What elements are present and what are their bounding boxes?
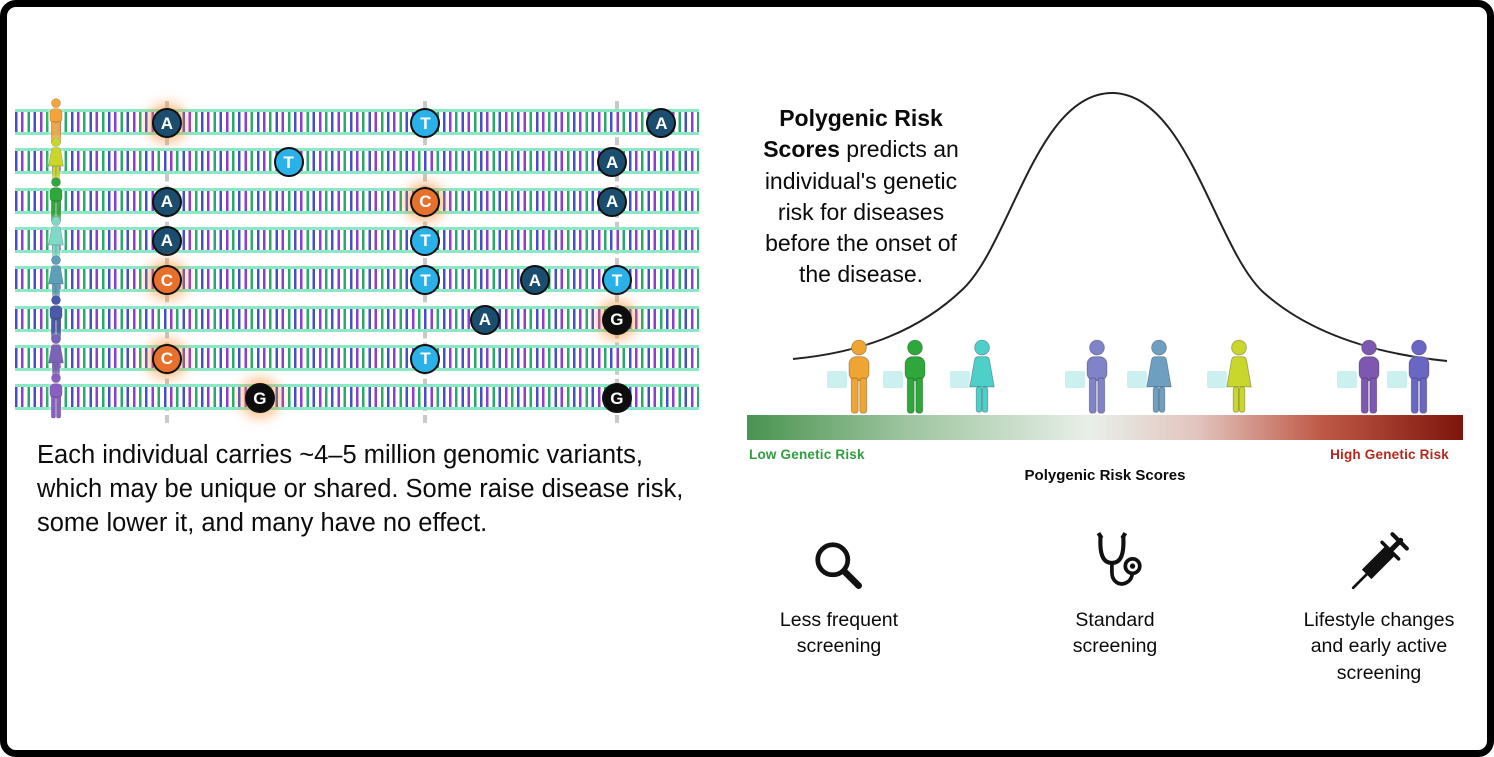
variant-column-dashed-line (614, 101, 619, 423)
variants-caption: Each individual carries ~4–5 million gen… (37, 441, 684, 537)
prs-intro-text: Polygenic Risk Scores predicts an indivi… (749, 103, 973, 291)
variant-allele-A: A (151, 225, 182, 256)
variant-allele-A: A (151, 108, 182, 138)
variant-allele-C: C (151, 265, 182, 296)
screening-label: Lifestyle changes and early active scree… (1303, 609, 1455, 684)
variant-column-dashed-line (164, 101, 169, 423)
variant-allele-A: A (597, 147, 628, 178)
person-icon (45, 293, 67, 343)
variant-allele-A: A (519, 265, 550, 296)
variant-mark (826, 371, 847, 388)
person-icon (1387, 339, 1442, 415)
variant-allele-A: A (646, 108, 677, 138)
person-icon (45, 135, 67, 185)
variant-allele-T: T (410, 265, 441, 296)
variant-allele-A: A (151, 186, 182, 217)
variant-allele-T: T (410, 108, 441, 138)
variant-mark (949, 371, 970, 388)
screening-option: Lifestyle changes and early active scree… (1267, 517, 1487, 686)
variant-allele-T: T (410, 225, 441, 256)
prs-intro-bold: Polygenic Risk Scores (763, 105, 943, 163)
variant-mark (1206, 371, 1227, 388)
variant-allele-G: G (244, 383, 275, 414)
stethoscope-icon (1084, 517, 1146, 595)
screening-option: Less frequent screening (727, 517, 951, 660)
bell-curve (792, 91, 1448, 362)
low-risk-label: Low Genetic Risk (749, 447, 865, 462)
dna-ladder (15, 344, 699, 371)
dna-ladder (15, 148, 699, 175)
population-row (747, 337, 1463, 415)
risk-gradient-bar (747, 415, 1463, 440)
variant-allele-T: T (273, 147, 304, 178)
dna-ladder (15, 187, 699, 214)
prs-intro-rest: predicts an individual's genetic risk fo… (764, 136, 959, 288)
dna-ladder (15, 384, 699, 411)
person-icon (1126, 339, 1182, 415)
person-icon (45, 96, 67, 146)
variant-allele-A: A (469, 304, 500, 335)
high-risk-label: High Genetic Risk (1330, 447, 1449, 462)
variant-mark (1065, 371, 1086, 388)
variant-allele-G: G (601, 304, 632, 335)
person-icon (45, 371, 67, 421)
variant-mark (1337, 371, 1358, 388)
magnifier-icon (810, 517, 868, 595)
person-icon (949, 339, 1005, 415)
variant-allele-C: C (151, 343, 182, 374)
screening-option: Standard screening (1003, 517, 1227, 660)
dna-ladder (15, 109, 699, 135)
prs-axis-label: Polygenic Risk Scores (1024, 467, 1186, 484)
person-icon (45, 214, 67, 264)
variant-allele-G: G (601, 383, 632, 414)
person-icon (45, 175, 67, 225)
variant-allele-A: A (597, 186, 628, 217)
dna-ladder (15, 266, 699, 293)
variant-mark (883, 371, 904, 388)
person-icon (45, 332, 67, 382)
person-icon (1206, 339, 1262, 415)
screening-label: Less frequent screening (779, 609, 899, 658)
variant-column-dashed-line (423, 101, 428, 423)
dna-ladder (15, 305, 699, 332)
person-icon (826, 339, 882, 415)
person-icon (1065, 339, 1120, 415)
person-icon (1337, 339, 1392, 415)
variant-mark (1126, 371, 1147, 388)
variant-mark (1387, 371, 1408, 388)
variant-allele-T: T (601, 265, 632, 296)
person-icon (883, 339, 938, 415)
variant-allele-C: C (410, 186, 441, 217)
screening-label: Standard screening (1072, 609, 1158, 658)
syringe-icon (1346, 517, 1412, 595)
person-icon (45, 253, 67, 303)
variant-allele-T: T (410, 343, 441, 374)
screening-options: Less frequent screening Standard screenin… (727, 517, 1487, 707)
dna-ladder (15, 226, 699, 253)
